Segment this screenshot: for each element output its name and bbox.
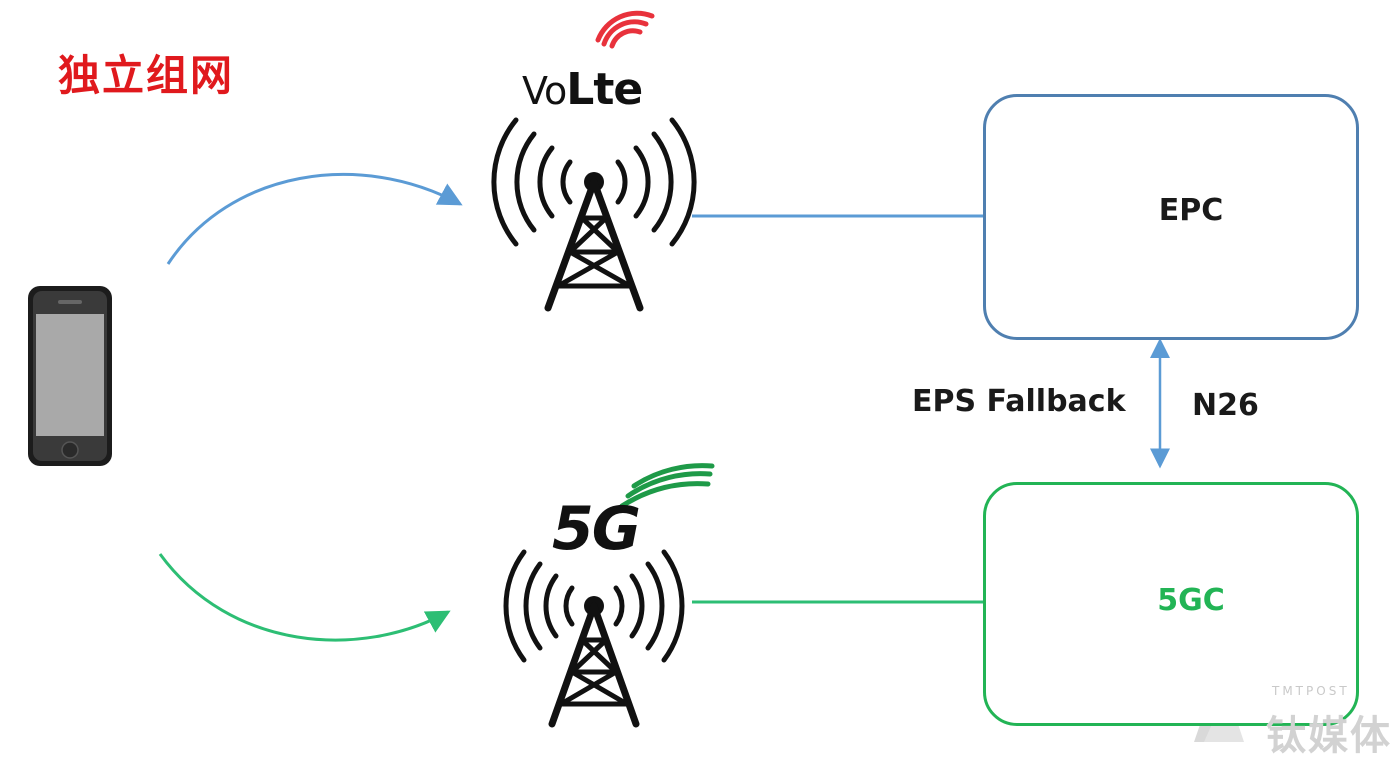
n26-label: N26 (1192, 388, 1259, 423)
page-title: 独立组网 (58, 51, 235, 100)
fiveg-logo: 5G (552, 494, 641, 564)
fivegc-node: 5GC (983, 482, 1359, 726)
fiveg-signal-icon (619, 463, 715, 509)
fivegc-label: 5GC (1157, 583, 1225, 618)
volte-logo: VoLte (522, 64, 643, 115)
nr-access-arrow (158, 553, 451, 642)
cell-tower-icon (503, 549, 685, 728)
volte-logo-prefix: Vo (522, 69, 567, 113)
watermark-brand-en: TMTPOST (1272, 684, 1350, 698)
lte-access-arrow (166, 172, 463, 265)
watermark-brand-cn: 钛媒体 (1266, 713, 1392, 759)
eps-fallback-label: EPS Fallback (912, 384, 1126, 419)
epc-node: EPC (983, 94, 1359, 340)
epc-label: EPC (1158, 193, 1224, 228)
volte-signal-icon (595, 10, 655, 49)
cell-tower-icon (491, 117, 697, 312)
smartphone-icon (28, 286, 112, 466)
volte-logo-suffix: Lte (566, 64, 643, 115)
